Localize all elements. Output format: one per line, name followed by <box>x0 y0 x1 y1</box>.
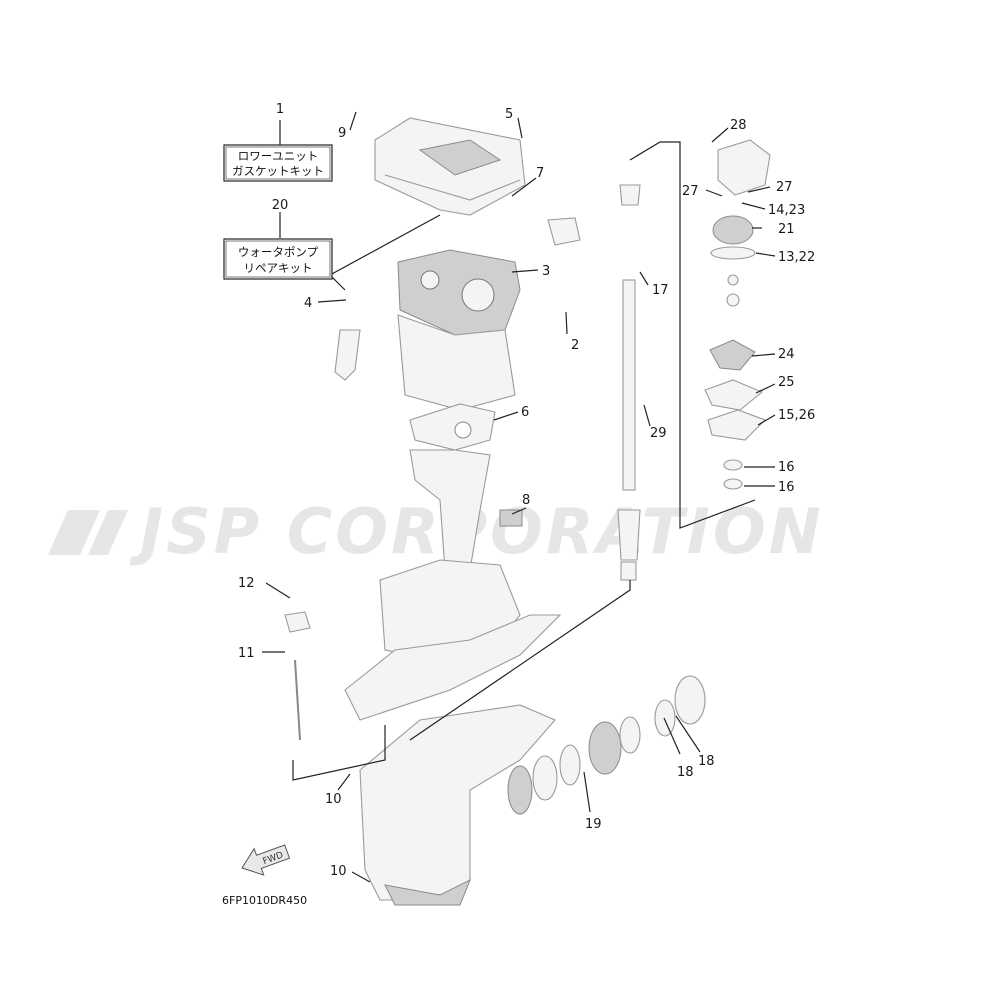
callout-1: 1 <box>276 102 284 117</box>
callout-6: 6 <box>521 405 529 420</box>
callout-24: 24 <box>778 347 795 362</box>
callout-14-23: 14,23 <box>768 203 805 218</box>
callout-27-left: 27 <box>682 184 699 199</box>
callout-21: 21 <box>778 222 795 237</box>
callout-7: 7 <box>536 166 544 181</box>
callout-8: 8 <box>522 493 530 508</box>
kit-gasket-line2: ガスケットキット <box>232 164 324 178</box>
callout-16-b: 16 <box>778 480 795 495</box>
callout-16-a: 16 <box>778 460 795 475</box>
kit-box-water-pump: 20 ウォータポンプ リペアキット <box>223 198 333 280</box>
callout-18-a: 18 <box>677 765 694 780</box>
water-pump-parts <box>704 139 771 490</box>
callout-19: 19 <box>585 817 602 832</box>
callout-29: 29 <box>650 426 667 441</box>
callout-11: 11 <box>238 646 255 661</box>
callout-25: 25 <box>778 375 795 390</box>
callout-9: 9 <box>338 126 346 141</box>
callout-17: 17 <box>652 283 669 298</box>
extension-case-part <box>397 314 516 411</box>
callout-3: 3 <box>542 264 550 279</box>
callout-10-upper: 10 <box>325 792 342 807</box>
callout-20: 20 <box>272 198 289 213</box>
drawing-code: 6FP1010DR450 <box>222 894 307 907</box>
drive-shaft-part <box>617 184 641 581</box>
upper-casing-part <box>374 117 526 216</box>
callout-12: 12 <box>238 576 255 591</box>
lower-upper-plate-part <box>344 559 562 721</box>
kit-box-gasket: 1 ロワーユニット ガスケットキット <box>223 102 333 182</box>
callout-4: 4 <box>304 296 312 311</box>
gasket-3-part <box>397 249 521 336</box>
gasket-6-part <box>409 403 496 451</box>
callout-27-right: 27 <box>776 180 793 195</box>
callout-18-b: 18 <box>698 754 715 769</box>
kit-pump-line1: ウォータポンプ <box>238 245 319 259</box>
callout-15-26: 15,26 <box>778 408 815 423</box>
gear-case-part <box>359 704 556 906</box>
misc-small-parts <box>284 217 581 741</box>
callout-2: 2 <box>571 338 579 353</box>
callout-28: 28 <box>730 118 747 133</box>
watermark-logo: JSP CORPORATION <box>48 495 821 568</box>
fwd-arrow: FWD <box>241 844 291 876</box>
callout-5: 5 <box>505 107 513 122</box>
propeller-shaft-parts <box>507 675 706 815</box>
callout-13-22: 13,22 <box>778 250 815 265</box>
kit-pump-line2: リペアキット <box>244 261 313 275</box>
callout-numbers: 9 5 7 3 2 4 6 8 12 11 10 10 17 29 19 18 … <box>238 107 815 879</box>
callout-10-lower: 10 <box>330 864 347 879</box>
kit-gasket-line1: ロワーユニット <box>238 149 319 163</box>
